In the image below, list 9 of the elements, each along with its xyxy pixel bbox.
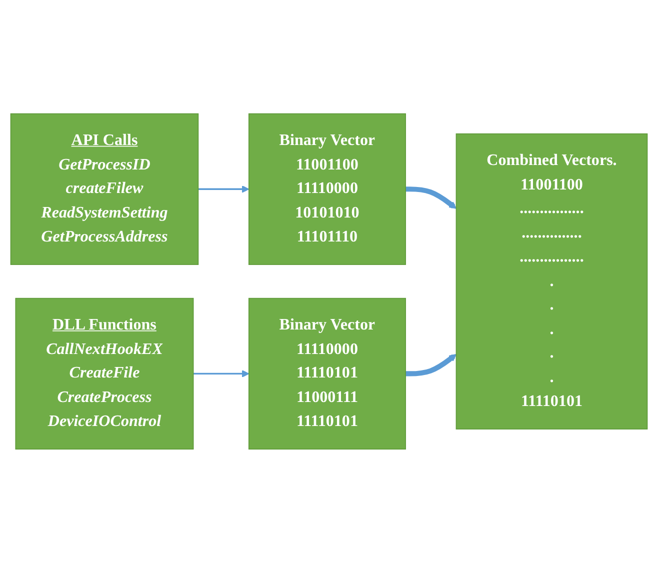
- node-box: API Calls GetProcessID createFilew ReadSystemSetting GetProcessAddress: [10, 113, 199, 266]
- arrow: [406, 354, 457, 376]
- node-box: Combined Vectors. 11001100 ................ ............... ................ . . . . . 11110101: [456, 133, 648, 430]
- node-box: Binary Vector 11110000 11110101 11000111 11110101: [248, 298, 406, 450]
- arrow: [406, 186, 457, 209]
- arrow: [193, 370, 250, 378]
- node-box: Binary Vector 11001100 11110000 10101010 11101110: [248, 113, 406, 266]
- node-box: DLL Functions CallNextHookEX CreateFile CreateProcess DeviceIOControl: [15, 298, 194, 450]
- arrow: [198, 186, 250, 193]
